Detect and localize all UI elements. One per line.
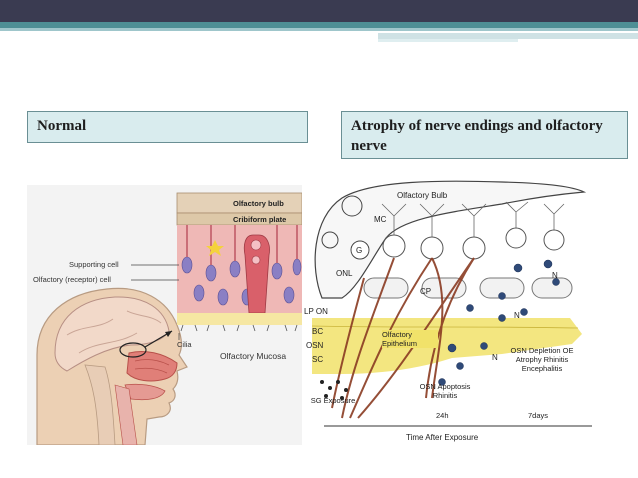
atrophy-label: Atrophy of nerve endings and olfactory n…	[341, 111, 628, 159]
supporting-cell-label: Supporting cell	[69, 260, 119, 269]
osn-label: OSN	[306, 341, 324, 350]
header-accent-thin	[378, 39, 518, 42]
mc-label: MC	[374, 215, 387, 224]
olfactory-mucosa-detail	[176, 192, 303, 332]
sg-exposure-box: SG Exposure	[310, 396, 356, 405]
header-stripe-light	[0, 28, 638, 31]
n-label-2: N	[514, 311, 520, 320]
olfactory-bulb-label: Olfactory bulb	[233, 199, 284, 208]
atrophy-olfactory-bulb-label: Olfactory Bulb	[397, 191, 448, 200]
n-label-3: N	[492, 353, 498, 362]
osn-depletion-box: OSN Depletion OE Atrophy Rhinitis Enceph…	[510, 346, 574, 373]
onl-label: ONL	[336, 269, 353, 278]
normal-label: Normal	[27, 111, 308, 143]
olfactory-epithelium-label: Olfactory Epithelium	[382, 330, 438, 348]
atrophy-figure: Olfactory Bulb MC G ONL CP N N N LP ON B…	[302, 168, 606, 448]
cribiform-plate-label: Cribiform plate	[233, 215, 286, 224]
time-24h-label: 24h	[436, 411, 449, 420]
header-stripe	[0, 22, 638, 28]
header-bar	[0, 0, 638, 22]
osn-apoptosis-box: OSN Apoptosis Rhinitis	[419, 382, 471, 400]
osn-apoptosis-label: OSN Apoptosis Rhinitis	[419, 382, 471, 400]
time-7days-label: 7days	[528, 411, 548, 420]
olfactory-mucosa-label: Olfactory Mucosa	[220, 351, 286, 361]
normal-olfactory-figure: Olfactory bulb Cribiform plate Supportin…	[27, 185, 305, 445]
g-label: G	[356, 246, 362, 255]
olfactory-epithelium-label-box: Olfactory Epithelium	[382, 330, 438, 348]
receptor-cell-label: Olfactory (receptor) cell	[33, 275, 111, 284]
cilia-label: Cilia	[177, 340, 192, 349]
lp-on-label: LP ON	[304, 307, 328, 316]
head-illustration	[36, 287, 188, 445]
header-accent	[378, 33, 638, 39]
osn-depletion-label: OSN Depletion OE Atrophy Rhinitis Enceph…	[510, 346, 574, 373]
n-label-1: N	[552, 271, 558, 280]
sc-label: SC	[312, 355, 323, 364]
cp-label: CP	[420, 287, 431, 296]
bc-label: BC	[312, 327, 323, 336]
sg-exposure-label: SG Exposure	[310, 396, 356, 405]
time-axis-label: Time After Exposure	[406, 433, 479, 442]
